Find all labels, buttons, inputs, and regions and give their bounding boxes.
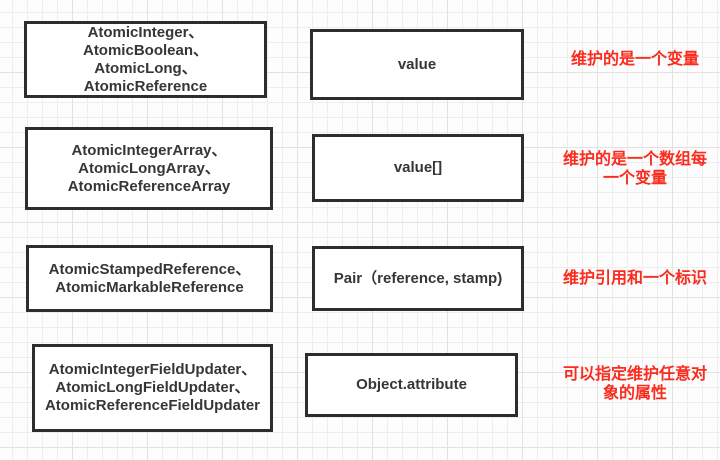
atomic-classes-box-row1: AtomicInteger、 AtomicBoolean、 AtomicLong… [24, 21, 267, 98]
maintained-value-box-row1: value [310, 29, 524, 100]
annotation-row3: 维护引用和一个标识 [562, 270, 707, 287]
maintained-value-box-row2: value[] [312, 134, 524, 202]
atomic-classes-box-row4: AtomicIntegerFieldUpdater、 AtomicLongFie… [32, 344, 273, 432]
annotation-row4: 可以指定维护任意对 象的属性 [562, 366, 707, 402]
annotation-row1: 维护的是一个变量 [570, 51, 699, 68]
maintained-value-box-row3: Pair（reference, stamp) [312, 246, 524, 311]
maintained-value-box-row4: Object.attribute [305, 353, 518, 417]
annotation-row2: 维护的是一个数组每 一个变量 [562, 151, 707, 187]
atomic-classes-box-row3: AtomicStampedReference、 AtomicMarkableRe… [26, 245, 273, 312]
atomic-classes-box-row2: AtomicIntegerArray、 AtomicLongArray、 Ato… [25, 127, 273, 210]
